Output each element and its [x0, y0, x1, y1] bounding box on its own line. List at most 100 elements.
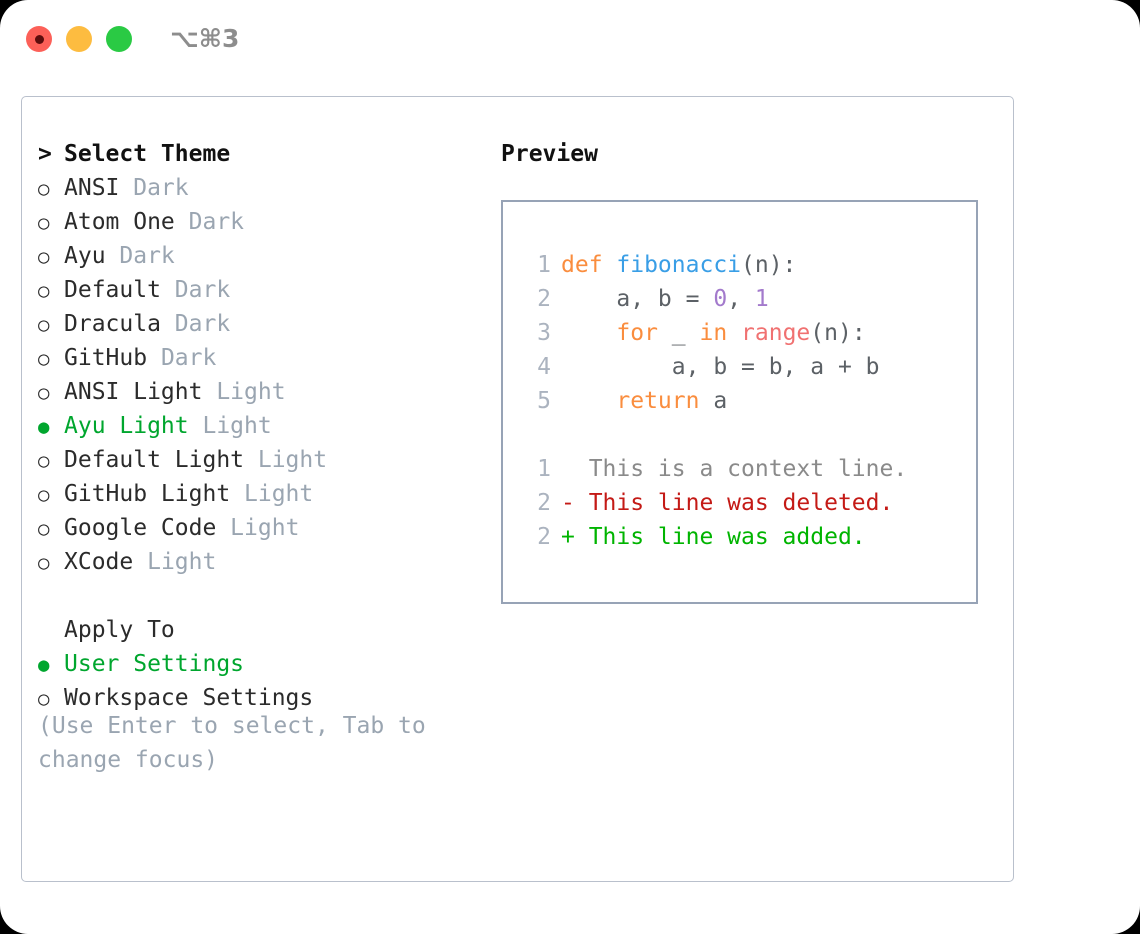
minimize-button[interactable]: [66, 26, 92, 52]
radio-unselected-icon: ○: [38, 246, 50, 268]
theme-list-heading-label: Select Theme: [64, 141, 231, 167]
diff-line-text: + This line was added.: [561, 524, 866, 550]
radio-unselected-icon: ○: [38, 280, 50, 302]
theme-variant-label: Dark: [119, 175, 189, 201]
code-token: fibonacci: [616, 252, 742, 278]
diff-line: 2+ This line was added.: [521, 520, 907, 554]
radio-unselected-icon: ○: [38, 484, 50, 506]
code-token: _: [657, 320, 700, 346]
code-line-text: def fibonacci(n):: [561, 248, 796, 282]
apply-to-heading-label: Apply To: [64, 617, 175, 643]
theme-list-item[interactable]: ○ ANSI Light Light: [38, 375, 478, 409]
theme-name-label: Default: [64, 277, 161, 303]
apply-to-item[interactable]: ○Workspace Settings: [38, 681, 478, 715]
diff-line-number: 1: [537, 456, 551, 482]
code-line: 3 for _ in range(n):: [521, 316, 907, 350]
radio-selected-icon: ●: [38, 654, 50, 676]
code-line-text: for _ in range(n):: [561, 316, 866, 350]
code-token: 1: [754, 286, 769, 312]
theme-name-label: ANSI: [64, 175, 120, 201]
theme-variant-label: Light: [188, 413, 272, 439]
radio-unselected-icon: ○: [38, 688, 50, 710]
theme-list-item[interactable]: ○XCode Light: [38, 545, 478, 579]
caret-icon: >: [38, 141, 52, 167]
code-token: a, b =: [561, 286, 714, 312]
section-spacer: [38, 579, 478, 613]
code-line-number: 2: [537, 286, 551, 312]
code-token: range: [741, 320, 811, 346]
code-line: 1 def fibonacci(n):: [521, 248, 907, 282]
maximize-button[interactable]: [106, 26, 132, 52]
code-token: (n):: [741, 252, 797, 278]
theme-list-item[interactable]: ○Default Light Light: [38, 443, 478, 477]
theme-variant-label: Dark: [147, 345, 217, 371]
code-line-text: return a: [561, 384, 727, 418]
radio-selected-icon: ●: [38, 416, 50, 438]
theme-variant-label: Dark: [105, 243, 175, 269]
code-token: (n):: [810, 320, 866, 346]
diff-line-number: 2: [537, 490, 551, 516]
code-token: def: [561, 252, 617, 278]
theme-name-label: GitHub: [64, 345, 148, 371]
theme-name-label: Ayu Light: [64, 413, 189, 439]
theme-list-item[interactable]: ○ Ayu Dark: [38, 239, 478, 273]
code-token: for: [616, 320, 658, 346]
theme-name-label: XCode: [64, 549, 134, 575]
code-token: ,: [727, 286, 755, 312]
apply-to-heading: Apply To: [38, 613, 478, 647]
code-line-text: a, b = 0, 1: [561, 282, 769, 316]
theme-variant-label: Light: [230, 481, 314, 507]
theme-variant-label: Dark: [160, 277, 231, 303]
radio-unselected-icon: ○: [38, 348, 50, 370]
code-line-text: a, b = b, a + b: [561, 350, 880, 384]
diff-line-text: - This line was deleted.: [561, 490, 894, 516]
title-bar: ⌥⌘3: [0, 0, 1140, 78]
theme-list-item[interactable]: ○ Dracula Dark: [38, 307, 478, 341]
dialog-card: >Select Theme ○ANSI Dark○Atom One Dark○A…: [21, 96, 1014, 882]
apply-to-list: ● User Settings ○Workspace Settings: [38, 647, 478, 715]
theme-variant-label: Dark: [160, 311, 231, 337]
theme-variant-label: Light: [216, 515, 300, 541]
apply-to-item[interactable]: ● User Settings: [38, 647, 478, 681]
theme-variant-label: Dark: [174, 209, 245, 235]
theme-list-item[interactable]: ○ ANSI Dark: [38, 171, 478, 205]
theme-list-item[interactable]: ○ GitHub Dark: [38, 341, 478, 375]
radio-unselected-icon: ○: [38, 518, 50, 540]
apply-to-spacer: [38, 613, 64, 647]
theme-variant-label: Light: [202, 379, 286, 405]
theme-name-label: Default Light: [64, 447, 245, 473]
diff-line-text: This is a context line.: [561, 456, 908, 482]
theme-name-label: ANSI Light: [64, 379, 203, 405]
code-line: 5 return a: [521, 384, 907, 418]
theme-list-item[interactable]: ○ GitHub Light Light: [38, 477, 478, 511]
code-line-number: 3: [537, 320, 551, 346]
theme-list-item[interactable]: ○Atom One Dark: [38, 205, 478, 239]
code-token: [561, 388, 616, 414]
theme-variant-label: Light: [133, 549, 217, 575]
radio-unselected-icon: ○: [38, 382, 50, 404]
code-line-number: 5: [537, 388, 551, 414]
theme-selector-panel: >Select Theme ○ANSI Dark○Atom One Dark○A…: [38, 137, 478, 715]
radio-unselected-icon: ○: [38, 314, 50, 336]
radio-unselected-icon: ○: [38, 212, 50, 234]
theme-list-item[interactable]: ○ Default Dark: [38, 273, 478, 307]
code-line-number: 1: [537, 252, 551, 278]
theme-name-label: Dracula: [64, 311, 161, 337]
code-token: [561, 320, 616, 346]
diff-line: 1 This is a context line.: [521, 452, 907, 486]
theme-name-label: Ayu: [64, 243, 106, 269]
code-token: a: [699, 388, 728, 414]
code-token: return: [616, 388, 700, 414]
theme-list: ○ANSI Dark○Atom One Dark○Ayu Dark○Defaul…: [38, 171, 478, 579]
theme-list-item[interactable]: ○Google Code Light: [38, 511, 478, 545]
code-line: 4 a, b = b, a + b: [521, 350, 907, 384]
theme-list-item[interactable]: ● Ayu Light Light: [38, 409, 478, 443]
theme-name-label: GitHub Light: [64, 481, 231, 507]
close-button[interactable]: [26, 26, 52, 52]
diff-line: 2 - This line was deleted.: [521, 486, 907, 520]
apply-to-label: User Settings: [64, 651, 245, 677]
radio-unselected-icon: ○: [38, 178, 50, 200]
preview-title: Preview: [501, 141, 598, 167]
